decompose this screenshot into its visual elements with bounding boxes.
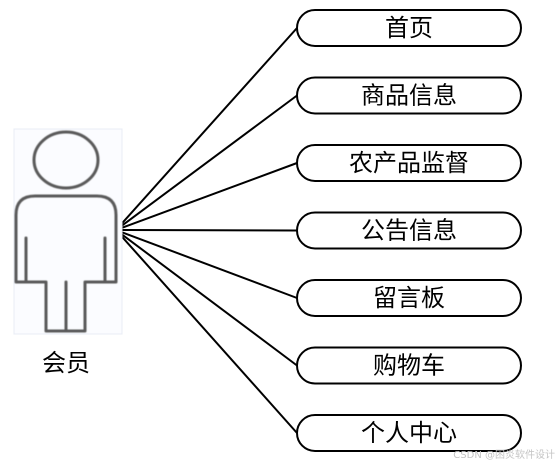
use-case-label: 商品信息 xyxy=(361,82,457,110)
use-case-shape xyxy=(296,9,522,47)
use-case-shape xyxy=(296,144,522,182)
watermark: CSDN @困炎软件设计 xyxy=(453,448,555,461)
association-line xyxy=(115,229,298,367)
use-case-label: 公告信息 xyxy=(361,217,457,245)
use-case-shape xyxy=(296,414,522,452)
use-case: 留言板 xyxy=(296,279,522,317)
use-case-label: 首页 xyxy=(385,14,433,42)
use-case: 公告信息 xyxy=(296,211,522,250)
use-case-shape xyxy=(296,346,522,385)
association-line xyxy=(115,27,298,231)
association-line xyxy=(115,229,298,299)
use-case: 商品信息 xyxy=(296,76,522,115)
use-case-shape xyxy=(296,76,522,115)
actor-figure xyxy=(13,128,123,335)
actor-body xyxy=(14,194,118,333)
association-line xyxy=(115,229,298,434)
use-case: 首页 xyxy=(296,9,522,47)
use-case-label: 个人中心 xyxy=(361,419,457,447)
use-case-label: 留言板 xyxy=(373,284,445,312)
use-case-label: 购物车 xyxy=(373,352,445,380)
use-case-shape xyxy=(296,211,522,250)
use-case-label: 农产品监督 xyxy=(349,149,469,177)
actor-label: 会员 xyxy=(42,349,90,377)
association-line xyxy=(115,229,298,232)
association-line xyxy=(115,162,298,231)
association-line xyxy=(115,94,298,231)
use-case: 个人中心 xyxy=(296,414,522,452)
actor-head xyxy=(32,130,100,190)
use-case: 购物车 xyxy=(296,346,522,385)
use-case-shape xyxy=(296,279,522,317)
association-lines xyxy=(115,27,298,434)
use-case: 农产品监督 xyxy=(296,144,522,182)
